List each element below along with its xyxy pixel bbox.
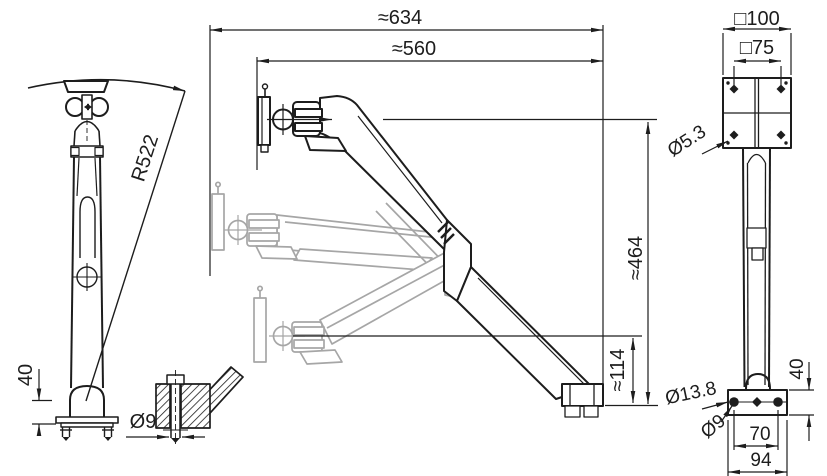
vesa-head-folded — [65, 94, 109, 147]
base-folded — [55, 385, 119, 441]
dim-max-reach: ≈634 — [378, 7, 422, 29]
dim-counterbore-diameter: Ø13.8 — [663, 378, 718, 409]
dim-min-height: ≈114 — [607, 349, 629, 392]
vesa-plate-front — [722, 77, 792, 149]
view-side-folded — [27, 78, 186, 441]
dim-vesa-hole-diameter: Ø5.3 — [664, 121, 710, 161]
dim-vesa-inner: □75 — [740, 37, 774, 59]
dim-vesa-outer: □100 — [734, 8, 779, 30]
clamp-section-detail — [126, 366, 244, 444]
mount-block — [561, 383, 604, 418]
clamp-bolt — [163, 370, 188, 444]
view-side-extended-arm — [257, 83, 604, 418]
view-front-dimensions — [701, 26, 814, 476]
column-front — [742, 147, 771, 390]
monitor-pivot-head — [267, 101, 347, 152]
view-side-extended-dimensions — [209, 25, 658, 407]
dim-base-height-lines — [32, 369, 56, 436]
dim-hole-spacing: 70 — [749, 424, 770, 445]
column-folded — [70, 145, 104, 389]
spring-adjust-marks — [437, 221, 455, 245]
vesa-plate-side — [257, 83, 271, 153]
base-holes — [729, 397, 783, 407]
view-front — [701, 26, 814, 476]
swing-arc — [27, 78, 186, 92]
monitor-plate — [63, 80, 109, 93]
dim-max-height: ≈464 — [625, 236, 647, 280]
dim-arm-reach: ≈560 — [392, 38, 436, 60]
dim-base-width: 94 — [750, 450, 772, 471]
dim-folded-base-height: 40 — [15, 364, 37, 386]
forearm-link — [456, 266, 593, 400]
base-plate-front — [727, 389, 788, 416]
ghost-arm-lowered — [253, 250, 461, 365]
dim-front-base-height: 40 — [787, 358, 808, 379]
dim-bolt-diameter: Ø9 — [130, 411, 157, 433]
